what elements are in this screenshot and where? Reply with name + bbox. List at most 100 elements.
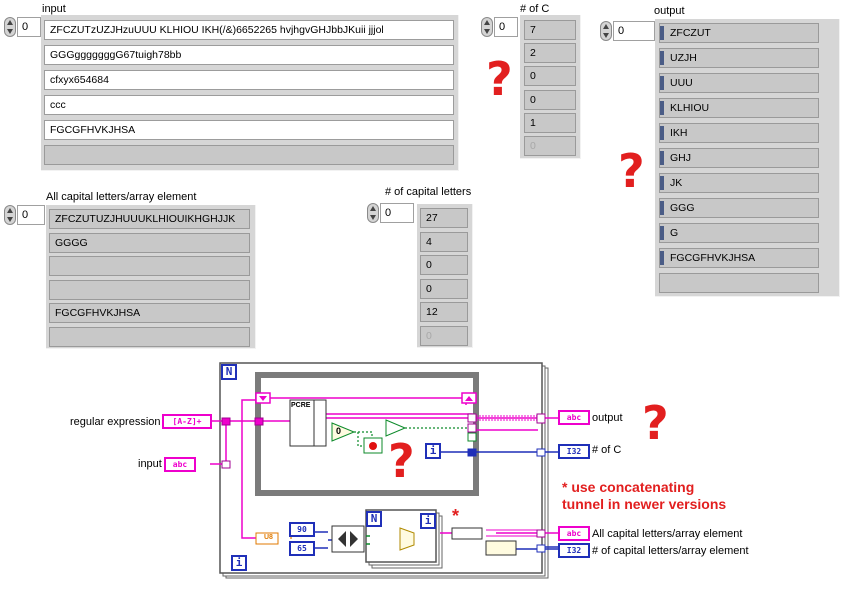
element-indicator-icon	[660, 51, 664, 65]
all-caps-terminal-type: abc	[566, 529, 582, 538]
count-c-element[interactable]: 7	[524, 20, 576, 40]
constant-90[interactable]: 90	[289, 522, 315, 537]
count-c-terminal[interactable]: I32	[558, 444, 590, 459]
output-element[interactable]: FGCGFHVKJHSA	[659, 248, 819, 268]
output-element[interactable]: GGG	[659, 198, 819, 218]
inner-loop-count-icon: N	[366, 511, 382, 527]
input-element-text: ZFCZUTzUZJHzuUUU KLHIOU IKH(/&)6652265 h…	[50, 24, 384, 36]
count-c-element[interactable]: 0	[524, 136, 576, 156]
count-c-element-text: 7	[530, 24, 536, 36]
concatenating-note: * use concatenating tunnel in newer vers…	[562, 479, 727, 512]
question-mark-while-loop: ?	[388, 434, 415, 488]
output-element-text: FGCGFHVKJHSA	[670, 252, 756, 264]
inner-select-icon	[399, 527, 415, 551]
input-index-value[interactable]: 0	[17, 17, 41, 37]
count-caps-element-text: 12	[426, 306, 438, 318]
concatenating-note-star: *	[452, 506, 460, 526]
all-caps-terminal[interactable]: abc	[558, 526, 590, 541]
count-caps-terminal-label: # of capital letters/array element	[592, 545, 749, 557]
count-caps-array	[417, 204, 473, 348]
output-element[interactable]: ZFCZUT	[659, 23, 819, 43]
input-element[interactable]: FGCGFHVKJHSA	[44, 120, 454, 140]
all-caps-element[interactable]	[49, 326, 250, 347]
count-caps-terminal[interactable]: I32	[558, 543, 590, 558]
all-caps-element[interactable]: FGCGFHVKJHSA	[49, 303, 250, 323]
question-mark-output: ?	[618, 144, 645, 198]
count-c-index-spinner-icon[interactable]	[481, 17, 493, 37]
output-terminal-type: abc	[566, 413, 582, 422]
count-caps-element[interactable]: 4	[420, 231, 468, 252]
count-caps-element-text: 27	[426, 212, 438, 224]
tunnel-input	[221, 460, 231, 469]
all-caps-index-value[interactable]: 0	[17, 205, 45, 225]
input-element[interactable]: cfxyx654684	[44, 70, 454, 90]
output-index-value[interactable]: 0	[613, 21, 655, 41]
while-tunnel-i	[467, 448, 477, 457]
tunnel-all-caps	[536, 529, 546, 538]
compare-greater-zero-icon	[331, 422, 356, 442]
output-element[interactable]	[659, 273, 819, 293]
count-c-element[interactable]: 0	[524, 89, 576, 110]
output-terminal[interactable]: abc	[558, 410, 590, 425]
count-c-index-control[interactable]: 0	[481, 17, 518, 37]
count-caps-element[interactable]: 12	[420, 302, 468, 322]
output-element[interactable]: GHJ	[659, 148, 819, 168]
output-element[interactable]: UZJH	[659, 48, 819, 68]
inner-loop-iteration-icon: i	[420, 513, 436, 529]
count-caps-element-text: 0	[426, 329, 432, 342]
u8-label: U8	[264, 534, 273, 541]
constant-90-text: 90	[297, 525, 307, 534]
all-caps-element[interactable]: ZFCZUTUZJHUUUKLHIOUIKHGHJJK	[49, 209, 250, 229]
input-element[interactable]	[44, 145, 454, 165]
output-index-control[interactable]: 0	[600, 21, 655, 41]
count-caps-element[interactable]: 0	[420, 255, 468, 275]
output-element[interactable]: G	[659, 223, 819, 243]
input-element-text: FGCGFHVKJHSA	[50, 124, 136, 136]
regex-constant[interactable]: [A-Z]+	[162, 414, 212, 429]
output-element-text: ZFCZUT	[670, 27, 711, 39]
all-caps-element[interactable]	[49, 256, 250, 276]
element-indicator-icon	[660, 151, 664, 165]
output-element-text: JK	[670, 177, 683, 189]
while-tunnel-count	[467, 423, 477, 433]
count-c-array-label: # of C	[520, 3, 550, 15]
input-element[interactable]: GGGgggggggG67tuigh78bb	[44, 45, 454, 65]
loop-condition-icon	[467, 432, 477, 442]
count-caps-index-control[interactable]: 0	[367, 203, 414, 223]
count-c-element-text: 2	[530, 47, 536, 60]
output-element[interactable]: UUU	[659, 73, 819, 93]
count-c-element[interactable]: 0	[524, 66, 576, 87]
count-caps-index-value[interactable]: 0	[380, 203, 414, 223]
count-caps-element[interactable]: 0	[420, 325, 468, 346]
compare-zero-label: 0	[336, 426, 342, 436]
count-caps-index-spinner-icon[interactable]	[367, 203, 379, 223]
output-index-spinner-icon[interactable]	[600, 21, 612, 41]
count-c-element[interactable]: 2	[524, 43, 576, 64]
input-element[interactable]: ccc	[44, 95, 454, 115]
all-caps-index-spinner-icon[interactable]	[4, 205, 16, 225]
count-c-element-text: 0	[530, 93, 536, 106]
input-terminal[interactable]: abc	[164, 457, 196, 472]
output-terminal-label: output	[592, 412, 623, 424]
constant-65[interactable]: 65	[289, 541, 315, 556]
count-c-index-value[interactable]: 0	[494, 17, 518, 37]
count-caps-array-label: # of capital letters	[385, 186, 472, 198]
output-element[interactable]: IKH	[659, 123, 819, 143]
all-caps-element[interactable]	[49, 279, 250, 300]
all-caps-index-control[interactable]: 0	[4, 205, 45, 225]
input-index-spinner-icon[interactable]	[4, 17, 16, 37]
input-index-control[interactable]: 0	[4, 17, 41, 37]
output-element[interactable]: JK	[659, 173, 819, 193]
all-caps-element[interactable]: GGGG	[49, 232, 250, 253]
count-caps-element-text: 0	[426, 282, 432, 295]
count-caps-element[interactable]: 27	[420, 208, 468, 228]
input-element[interactable]: ZFCZUTzUZJHzuUUU KLHIOU IKH(/&)6652265 h…	[44, 20, 454, 40]
outer-loop-iteration-icon: i	[231, 555, 247, 571]
pcre-label: PCRE	[291, 402, 311, 409]
input-terminal-label: input	[138, 458, 162, 470]
count-c-element-text: 0	[530, 140, 536, 152]
output-element[interactable]: KLHIOU	[659, 98, 819, 118]
count-c-element[interactable]: 1	[524, 112, 576, 133]
count-caps-element[interactable]: 0	[420, 278, 468, 299]
